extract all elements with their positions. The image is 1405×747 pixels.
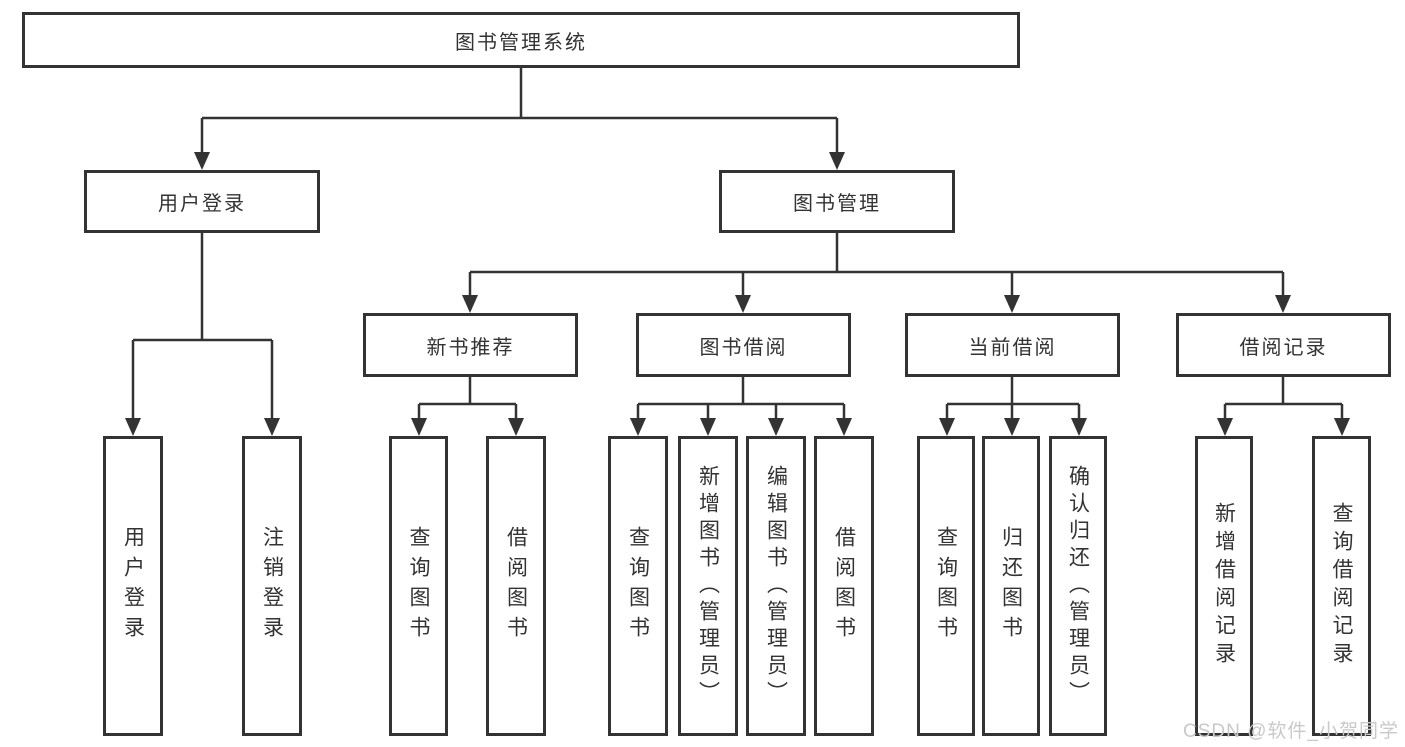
leaf-bb-query-book: 查询图书 [608, 436, 668, 736]
node-library-management-system: 图书管理系统 [22, 12, 1020, 68]
node-book-borrow: 图书借阅 [636, 313, 851, 377]
leaf-user-login: 用户登录 [103, 436, 163, 736]
leaf-cb-confirm-return-admin: 确认归还（管理员） [1049, 436, 1107, 736]
leaf-cb-query-book: 查询图书 [917, 436, 975, 736]
leaf-br-add-record: 新增借阅记录 [1195, 436, 1253, 736]
node-borrow-records: 借阅记录 [1176, 313, 1391, 377]
leaf-bb-add-book-admin: 新增图书（管理员） [678, 436, 738, 736]
leaf-br-query-record: 查询借阅记录 [1312, 436, 1371, 736]
leaf-nbr-borrow-book: 借阅图书 [486, 436, 546, 736]
node-new-book-recommend: 新书推荐 [363, 313, 578, 377]
leaf-bb-edit-book-admin: 编辑图书（管理员） [746, 436, 806, 736]
csdn-watermark: CSDN @软件_小贺同学 [1183, 721, 1399, 742]
node-book-management: 图书管理 [719, 170, 955, 233]
node-user-login: 用户登录 [84, 170, 320, 233]
leaf-cb-return-book: 归还图书 [982, 436, 1040, 736]
leaf-bb-borrow-book: 借阅图书 [814, 436, 874, 736]
node-current-borrow: 当前借阅 [905, 313, 1120, 377]
leaf-logout: 注销登录 [242, 436, 302, 736]
leaf-nbr-query-book: 查询图书 [389, 436, 448, 736]
